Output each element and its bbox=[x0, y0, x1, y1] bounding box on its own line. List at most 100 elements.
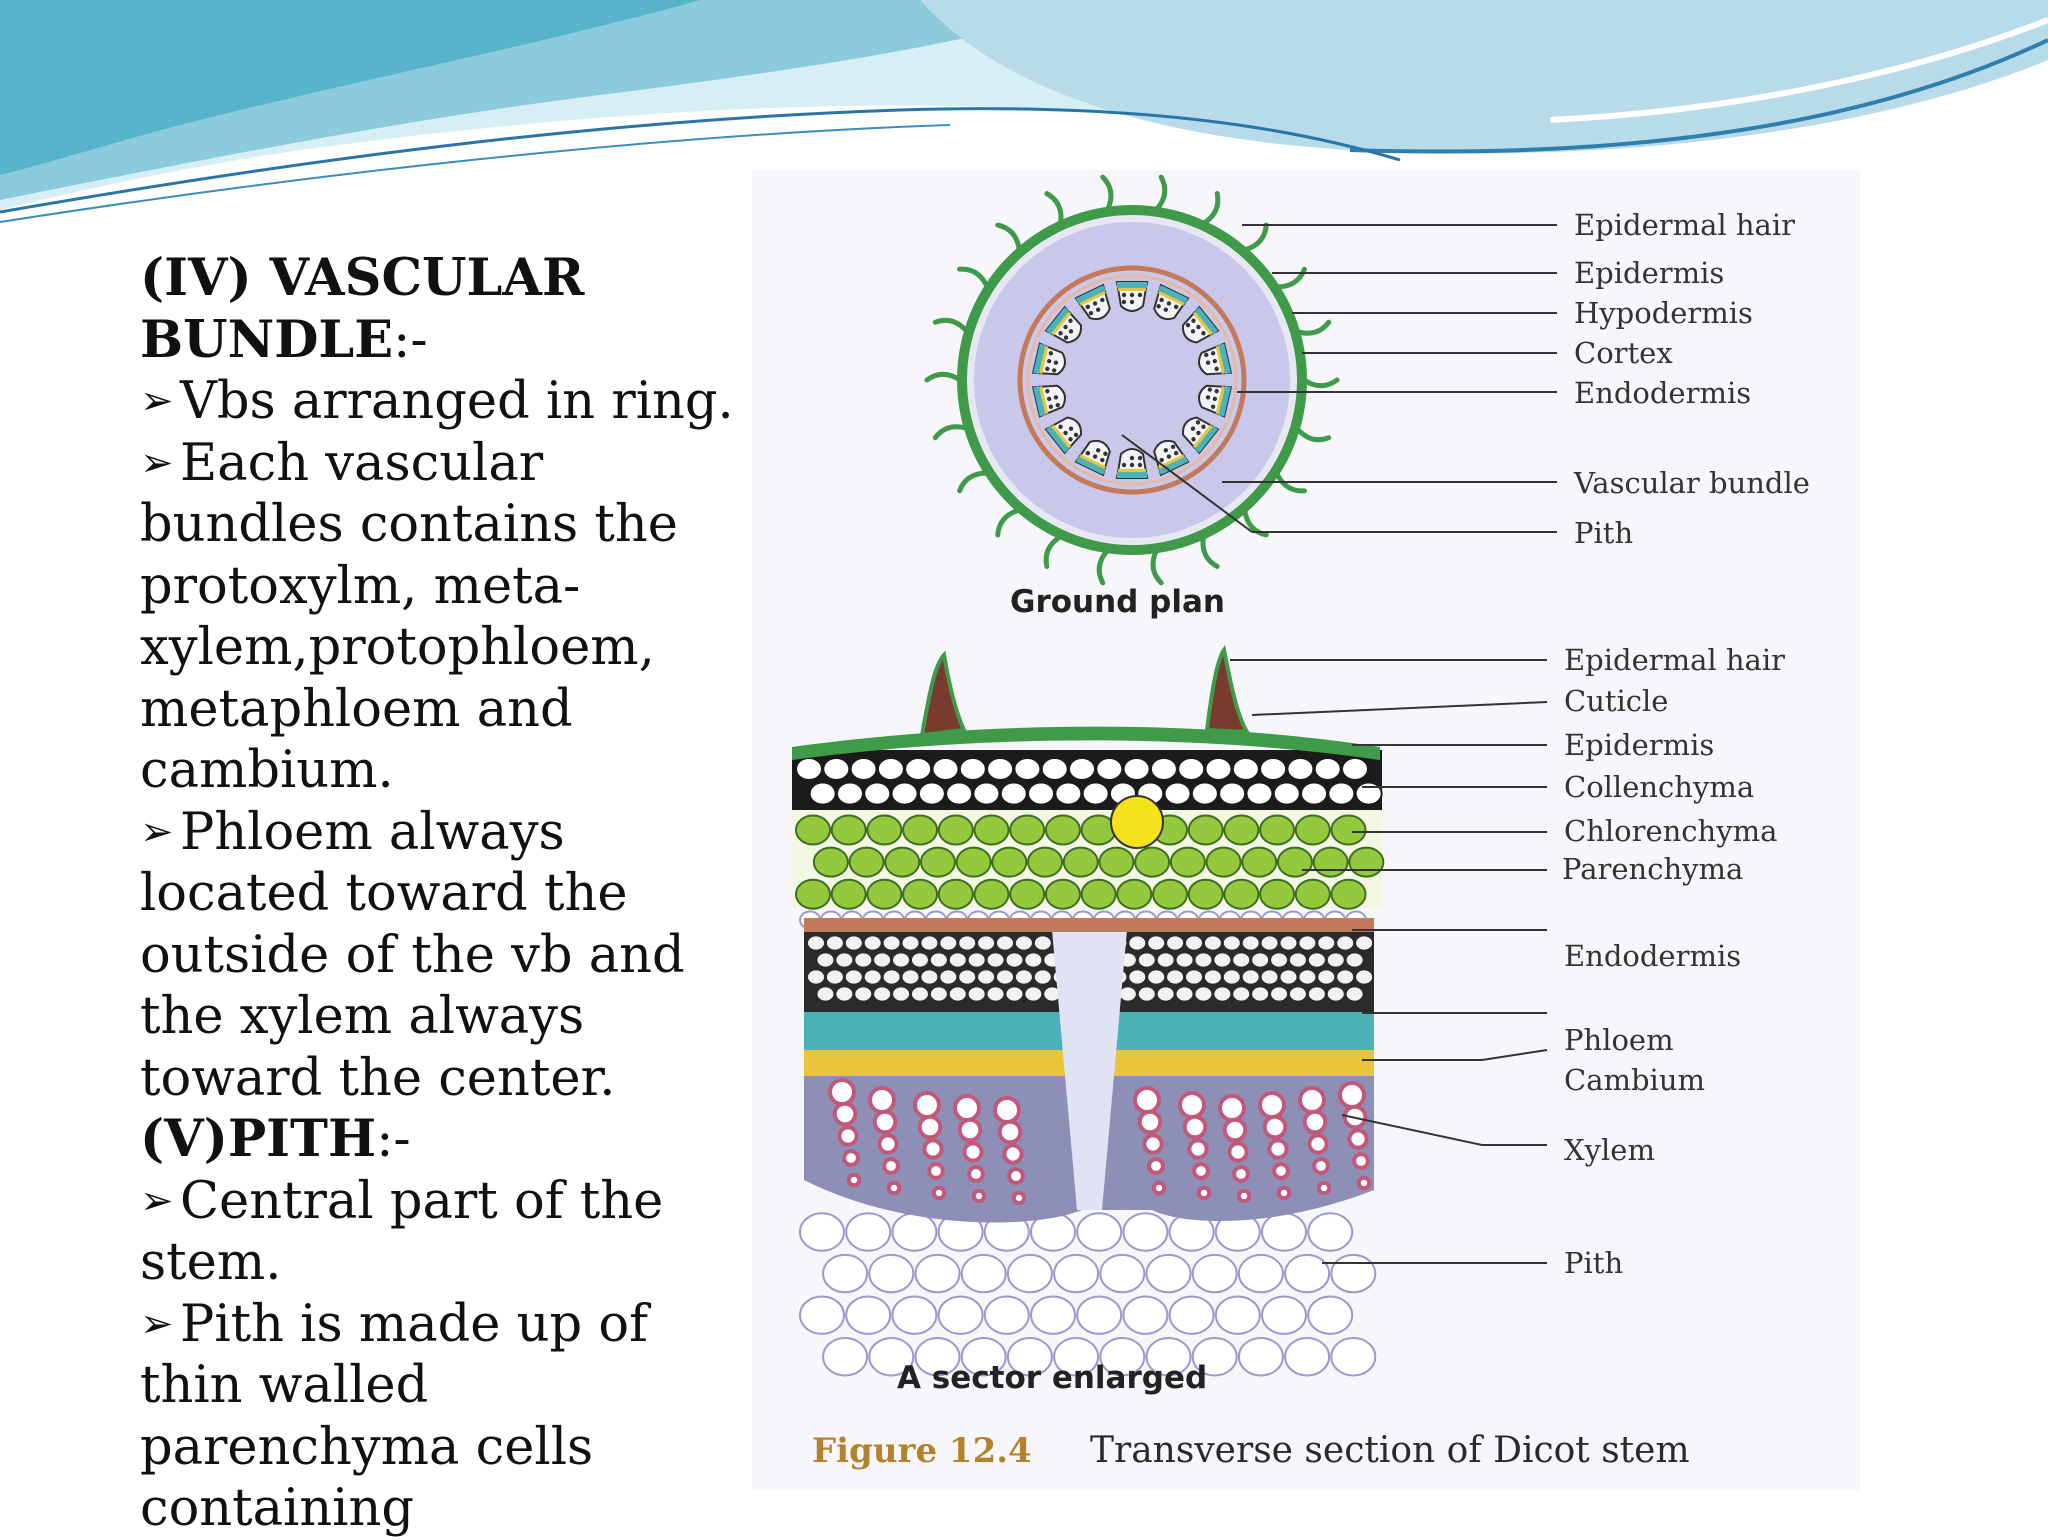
epidermal-hair bbox=[932, 424, 970, 441]
xylem-vessel bbox=[917, 1114, 943, 1140]
bundle-xylem-dot bbox=[1159, 297, 1164, 303]
pith-cell bbox=[1030, 1295, 1076, 1335]
pith-cell bbox=[868, 1253, 915, 1294]
epidermal-hair bbox=[1274, 266, 1307, 290]
chlorenchyma-cell bbox=[1259, 814, 1296, 846]
sclerenchyma-cell bbox=[1306, 951, 1327, 969]
sclerenchyma-cell bbox=[1202, 968, 1223, 986]
sclerenchyma-cell bbox=[891, 985, 912, 1003]
xylem-vessel bbox=[846, 1172, 862, 1188]
epidermal-hair bbox=[1242, 222, 1269, 253]
bundle-phloem bbox=[1194, 307, 1218, 335]
epidermal-hair-1 bbox=[919, 650, 967, 738]
bundle-xylem-dot bbox=[1129, 462, 1135, 468]
sclerenchyma-cell bbox=[862, 968, 883, 986]
sclerenchyma-cell bbox=[1316, 968, 1337, 986]
collenchyma-cell bbox=[986, 756, 1015, 782]
sclerenchyma-cell bbox=[1193, 985, 1214, 1003]
sclerenchyma-cell bbox=[1221, 934, 1242, 952]
bundle-xylem-dot bbox=[1201, 424, 1206, 429]
collenchyma-cell bbox=[890, 781, 919, 806]
bundle-xylem-dot bbox=[1163, 448, 1169, 453]
collenchyma-cell bbox=[876, 756, 905, 782]
pith-cell bbox=[1145, 1337, 1192, 1377]
bullet-text: outside of the vb and bbox=[140, 925, 685, 985]
sclerenchyma-cell bbox=[1297, 968, 1318, 986]
figure-drawing: Epidermal hair Epidermis Hypodermis Cort… bbox=[792, 174, 1810, 1490]
sclerenchyma-cell bbox=[1004, 951, 1025, 969]
chlorenchyma-cell bbox=[1027, 846, 1064, 878]
bullet-text: the xylem always bbox=[140, 987, 585, 1046]
sclerenchyma-cell bbox=[1165, 934, 1186, 952]
pith-cell bbox=[868, 1337, 915, 1377]
chlorenchyma-cell bbox=[1116, 878, 1153, 910]
chlorenchyma-cells bbox=[795, 814, 1385, 910]
pith-cell bbox=[799, 1295, 845, 1335]
epidermal-hair bbox=[1100, 174, 1114, 213]
bundle-xylem-dot bbox=[1173, 304, 1179, 310]
pith-cell bbox=[1053, 1253, 1100, 1294]
bundle-xylem-dot bbox=[1085, 304, 1091, 310]
bundle-xylem-dot bbox=[1129, 455, 1135, 461]
collenchyma-cell bbox=[1163, 781, 1192, 806]
chlorenchyma-cell bbox=[884, 846, 921, 878]
sclerenchyma-cell bbox=[1165, 968, 1186, 986]
bundle-xylem-dot bbox=[1100, 457, 1105, 463]
sclerenchyma-cell bbox=[1250, 985, 1271, 1003]
vascular-bundle bbox=[1197, 342, 1233, 376]
bundle-xylem-dot bbox=[1048, 351, 1054, 356]
epidermal-hair bbox=[1301, 377, 1340, 389]
collenchyma-cell bbox=[1095, 756, 1124, 782]
heading-vascular-bundle: (IV) VASCULAR BUNDLE bbox=[140, 248, 585, 370]
xylem-vessel bbox=[1298, 1086, 1326, 1114]
sclerenchyma-cell bbox=[1032, 968, 1053, 986]
label-parenchyma: Parenchyma bbox=[1562, 852, 1743, 886]
collenchyma-cell bbox=[1149, 756, 1178, 782]
bundle-xylem-dot bbox=[1053, 395, 1059, 400]
xylem-vessel bbox=[1142, 1133, 1164, 1155]
sclerenchyma-cell bbox=[881, 934, 902, 952]
vascular-bundle bbox=[1074, 439, 1111, 477]
pith-cell bbox=[891, 1295, 938, 1335]
collenchyma-cell bbox=[1272, 781, 1301, 806]
xylem-vessel bbox=[832, 1101, 858, 1127]
bundle-xylem-dot bbox=[1129, 292, 1135, 298]
xylem-vessel bbox=[1007, 1167, 1025, 1185]
collenchyma-cell bbox=[1081, 781, 1110, 806]
collenchyma-cell bbox=[808, 781, 837, 806]
epidermal-hair bbox=[995, 507, 1022, 538]
pith-cell bbox=[1145, 1253, 1192, 1294]
bundle-xylem-dot bbox=[1058, 331, 1063, 336]
xylem-vessel bbox=[868, 1086, 896, 1114]
chlorenchyma-cell bbox=[1187, 878, 1224, 910]
pith-cell bbox=[799, 1212, 845, 1252]
sclerenchyma-cell bbox=[834, 985, 855, 1003]
sclerenchyma-cell bbox=[815, 985, 836, 1003]
bundle-xylem-dot bbox=[1088, 310, 1094, 316]
vascular-bundle bbox=[1044, 416, 1083, 455]
bullet-text: Pith is made up of bbox=[180, 1294, 648, 1354]
bundle-phloem bbox=[1075, 456, 1106, 475]
epidermal-hair bbox=[1200, 191, 1221, 227]
sclerenchyma-cell bbox=[843, 934, 864, 952]
chlorenchyma-cell bbox=[1294, 878, 1331, 910]
collenchyma-cell bbox=[863, 781, 892, 806]
sclerenchyma-cell bbox=[976, 934, 997, 952]
xylem-vessel bbox=[1352, 1152, 1370, 1170]
sclerenchyma-cell bbox=[1023, 951, 1044, 969]
label-epidermis: Epidermis bbox=[1574, 256, 1724, 290]
chlorenchyma-cell bbox=[830, 814, 867, 846]
pith-cell bbox=[960, 1337, 1007, 1377]
sclerenchyma-cell bbox=[853, 951, 874, 969]
xylem-vessel bbox=[1178, 1091, 1206, 1119]
sclerenchyma-cell bbox=[966, 985, 987, 1003]
bullet-arrow-icon: ➢ bbox=[140, 439, 174, 486]
pith-cell bbox=[1076, 1212, 1123, 1252]
bullet-arrow-icon: ➢ bbox=[140, 1177, 174, 1224]
bundle-xylem-dot bbox=[1053, 360, 1059, 365]
collenchyma-cell bbox=[795, 756, 823, 782]
chlorenchyma-cell bbox=[973, 878, 1010, 910]
bundle-phloem bbox=[1046, 307, 1070, 335]
bullet-text: containing bbox=[140, 1479, 414, 1538]
sclerenchyma-cell bbox=[1231, 951, 1252, 969]
